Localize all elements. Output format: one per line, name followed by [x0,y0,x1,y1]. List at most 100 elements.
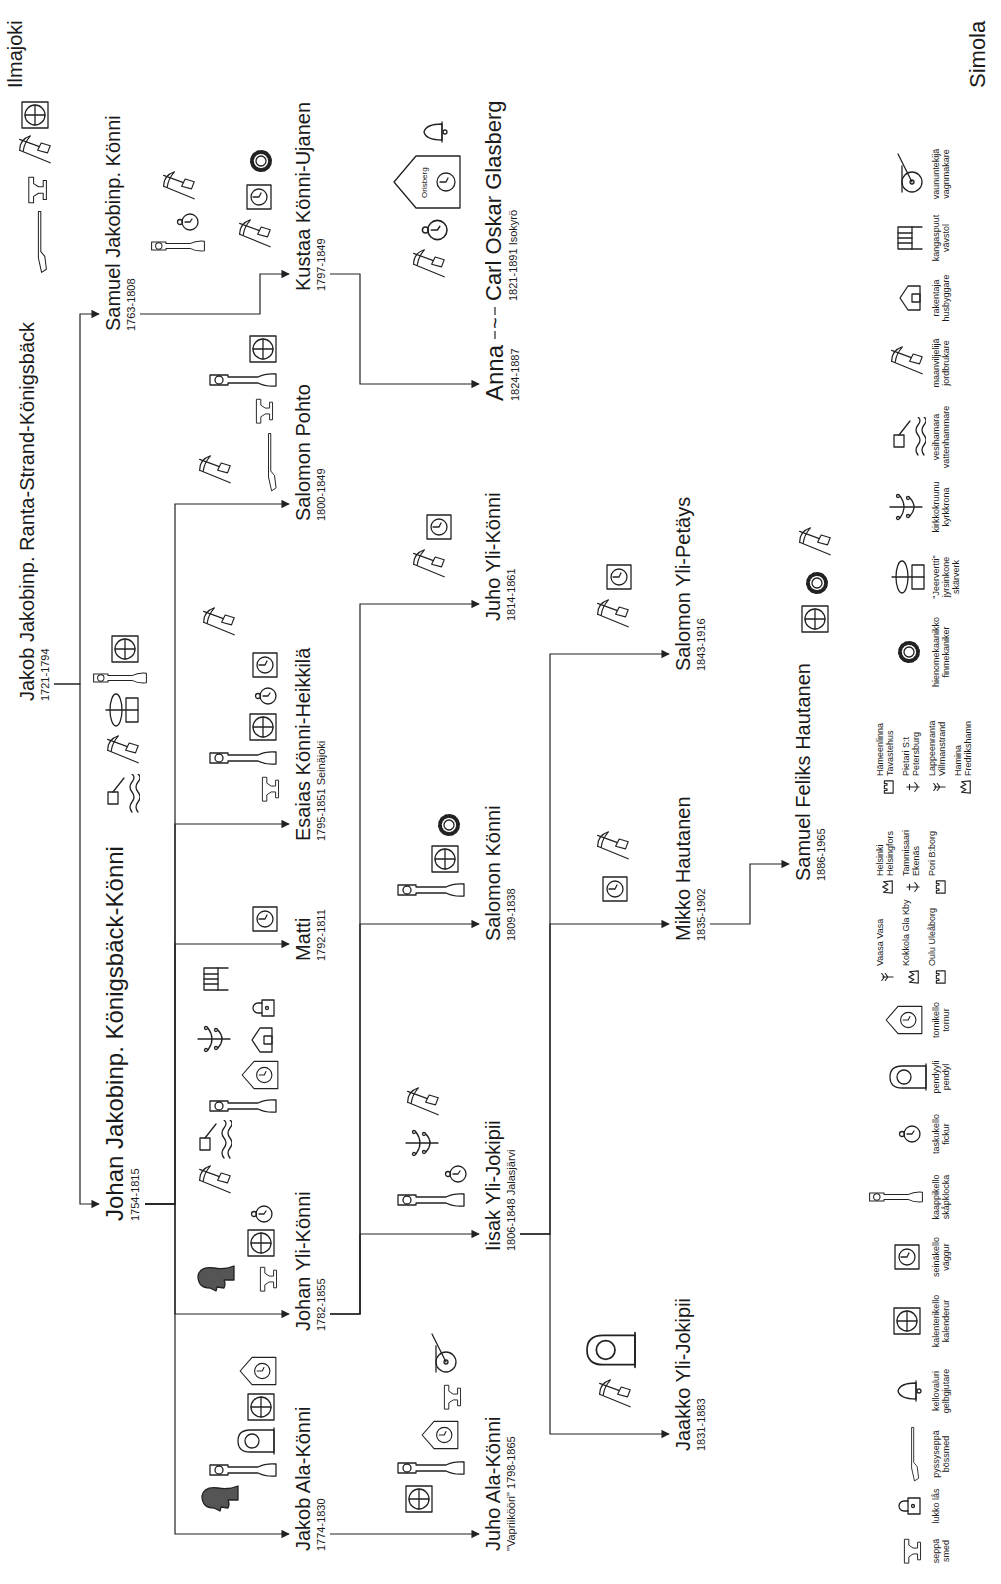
person-name: Anna [482,345,508,401]
calendar-clock-icon [248,1394,274,1420]
town-icon [882,974,893,981]
legend-item: Oulu Uleåborg [928,898,938,966]
legend-label: tornikello tornur [931,1002,951,1038]
person-entry: Juho Ala-Könni"Vapriikööri" 1798-1865 [480,1413,520,1554]
person-name: Samuel Jakobinp. Könni [102,115,124,331]
lineage-connector [140,274,289,314]
wall-clock-icon [607,565,631,589]
legend-icon [900,1126,921,1142]
legend-label: Tammisaari Ekenäs [901,830,921,876]
legend-icon [886,1006,922,1033]
person-dates: 1782-1855 [315,1191,328,1331]
chandelier-icon [198,1027,230,1052]
calendar-clock-icon [406,1486,432,1512]
lock-icon [253,1000,274,1016]
legend-label: kalenterikello kalenderur [931,1295,951,1348]
person-dates: 1797-1849 [315,102,328,291]
person-dates: 1886-1965 [815,663,828,881]
town-icon [907,783,919,792]
pocket-watch-icon [256,688,277,704]
wall-clock-icon [603,877,627,901]
legend-label: "Jeervertti" jyrsinkone skärverk [931,555,961,598]
person-entry: Jakob Ala-Könni1774-1830 [290,1403,330,1554]
cabinet-clock-icon [398,1462,464,1474]
calendar-clock-icon [22,102,48,128]
chandelier-icon [406,1131,438,1156]
anvil-icon [256,399,272,422]
farm-icon [414,250,445,277]
legend-icon [898,1381,921,1401]
person-name: Johan Yli-Könni [292,1191,314,1331]
legend-icon [904,1539,920,1562]
lineage-connector [330,1234,479,1314]
cart-icon [432,1334,456,1372]
tower-clock-icon [394,156,460,208]
legend-label: seppä smed [931,1539,951,1564]
cabinet-clock-icon [152,241,205,251]
legend-item: kalenterikello kalenderur [932,1286,952,1356]
legend-icon [900,643,918,661]
person-entry: Johan Jakobinp. Königsbäck-Könni1754-181… [100,843,145,1224]
person-dates: 1721-1794 [39,322,52,701]
gear-icon [252,152,270,170]
legend-item: Helsinki Helsingfors [876,806,896,876]
person-dates: 1754-1815 [129,846,142,1221]
portrait-silhouette [202,1486,238,1511]
town-icon [907,883,919,892]
legend-icon [895,1245,919,1269]
person-dates: 1800-1849 [315,384,328,521]
legend-label: rakentaja husbyggare [931,274,951,321]
legend-item: Tammisaari Ekenäs [902,806,922,876]
person-name: Juho Ala-Könni [482,1416,504,1551]
person-name: Iisak Yli-Jokipii [482,1120,504,1251]
person-dates: 1821-1891 Isokyrö [507,100,520,301]
page-label: Orisberg [421,167,430,198]
person-entry: Jakob Jakobinp. Ranta-Strand-Königsbäck1… [14,319,54,704]
person-entry: Kustaa Könni-Ujanen1797-1849 [290,99,330,294]
farm-icon [204,608,235,635]
legend-item: Pietari S:t Petersburg [902,694,922,776]
farm-icon [600,1380,631,1407]
person-name: Juho Yli-Könni [482,492,504,621]
legend-icon [898,154,922,192]
lineage-connector [54,314,99,684]
calendar-clock-icon [248,1230,274,1256]
pocket-watch-icon [446,1166,467,1182]
legend-label: Helsinki Helsingfors [875,831,895,876]
legend-icon [890,495,922,520]
tower-clock-icon [242,1061,278,1088]
person-entry: Esaias Könni-Heikkilä1795-1851 Seinäjoki [290,645,330,844]
water-hammer-icon [108,774,140,812]
farm-icon [598,832,629,859]
legend-item: pyssyseppä bössmed [932,1424,952,1484]
legend-item: Hamina Fredrikshamn [954,694,974,776]
pendulum-clock-icon [238,1428,274,1454]
legend-label: pyssyseppä bössmed [931,1430,951,1478]
tower-clock-icon [422,1421,458,1448]
person-dates: 1763-1808 [125,115,138,331]
cutting-machine-icon [106,694,138,726]
calendar-clock-icon [250,336,276,362]
cabinet-clock-icon [210,374,276,386]
calendar-clock-icon [250,714,276,740]
lineage-connector [330,924,479,1314]
cabinet-clock-icon [210,1100,276,1112]
calendar-clock-icon [802,606,828,632]
town-icon [961,781,971,793]
portrait-silhouette [198,1266,234,1291]
legend-icon [912,1427,919,1480]
bell-icon [424,122,447,142]
person-name: Matti [292,909,314,961]
legend-item: vesihamara vattenhammare [932,400,952,474]
house-icon [252,1028,272,1052]
lineage-connector [145,1204,289,1314]
person-dates: 1814-1861 [505,492,518,621]
town-icon [909,971,919,983]
farm-icon [800,528,831,555]
pocket-watch-icon [252,1206,273,1222]
page-label: Simola [966,21,990,88]
legend-item: tornikello tornur [932,992,952,1048]
loom-icon [204,968,228,990]
legend-item: Lappeenranta Villmanstrand [928,694,948,776]
legend-label: Kokkola Gla Kby [901,899,911,966]
